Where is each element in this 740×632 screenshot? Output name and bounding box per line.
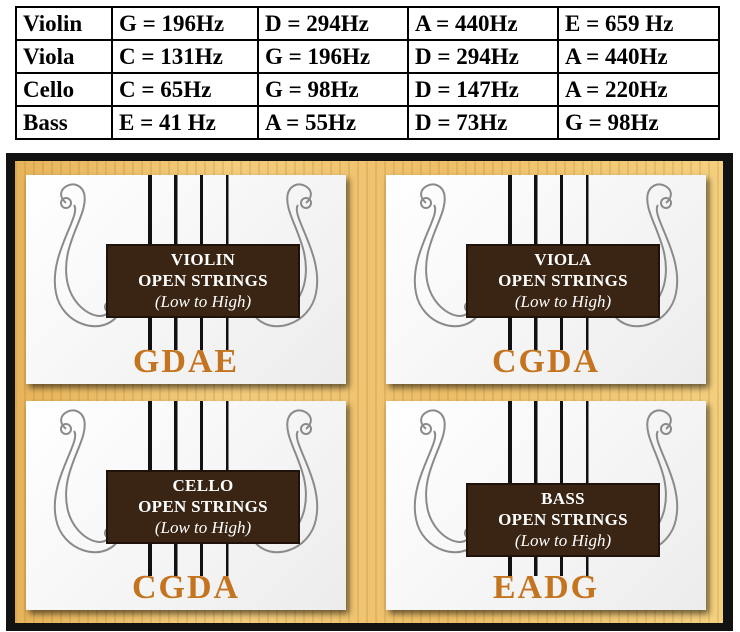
frequency-cell: E = 41 Hz bbox=[111, 105, 259, 140]
f-hole-eye-icon bbox=[420, 197, 432, 209]
panel-label: BASS OPEN STRINGS (Low to High) bbox=[466, 483, 660, 557]
frequency-cell: A = 440Hz bbox=[557, 39, 720, 74]
frequency-cell: A = 55Hz bbox=[257, 105, 409, 140]
panel-subtitle: OPEN STRINGS bbox=[138, 271, 268, 290]
panel-subtitle: OPEN STRINGS bbox=[498, 271, 628, 290]
instrument-cell: Bass bbox=[15, 105, 113, 140]
frequency-cell: G = 196Hz bbox=[257, 39, 409, 74]
open-strings-board: VIOLIN OPEN STRINGS (Low to High) GDAE V… bbox=[6, 153, 733, 631]
frequency-cell: D = 294Hz bbox=[407, 39, 559, 74]
panel-label: CELLO OPEN STRINGS (Low to High) bbox=[106, 470, 300, 544]
panel-label: VIOLIN OPEN STRINGS (Low to High) bbox=[106, 244, 300, 318]
violin-panel: VIOLIN OPEN STRINGS (Low to High) GDAE bbox=[26, 175, 346, 384]
panel-title: CELLO bbox=[172, 476, 234, 495]
frequency-cell: C = 131Hz bbox=[111, 39, 259, 74]
instrument-cell: Cello bbox=[15, 72, 113, 107]
panel-title: VIOLIN bbox=[170, 250, 236, 269]
f-hole-eye-icon bbox=[420, 423, 432, 435]
panel-order-note: (Low to High) bbox=[154, 518, 252, 537]
panel-order-note: (Low to High) bbox=[514, 292, 612, 311]
panel-subtitle: OPEN STRINGS bbox=[138, 497, 268, 516]
panel-order-note: (Low to High) bbox=[514, 531, 612, 550]
panel-order-note: (Low to High) bbox=[154, 292, 252, 311]
table-row: Cello C = 65Hz G = 98Hz D = 147Hz A = 22… bbox=[15, 72, 720, 107]
panel-title: BASS bbox=[541, 489, 585, 508]
panel-label: VIOLA OPEN STRINGS (Low to High) bbox=[466, 244, 660, 318]
tuning-letters: CGDA bbox=[491, 343, 601, 380]
f-hole-eye-icon bbox=[660, 423, 672, 435]
cello-panel: CELLO OPEN STRINGS (Low to High) CGDA bbox=[26, 401, 346, 610]
frequency-cell: D = 294Hz bbox=[257, 6, 409, 41]
frequency-cell: G = 98Hz bbox=[257, 72, 409, 107]
instrument-cell: Violin bbox=[15, 6, 113, 41]
f-hole-eye-icon bbox=[60, 197, 72, 209]
frequency-cell: D = 73Hz bbox=[407, 105, 559, 140]
f-hole-eye-icon bbox=[60, 423, 72, 435]
f-hole-eye-icon bbox=[300, 197, 312, 209]
f-hole-icon bbox=[413, 183, 479, 328]
frequency-cell: G = 98Hz bbox=[557, 105, 720, 140]
bass-panel: BASS OPEN STRINGS (Low to High) EADG bbox=[386, 401, 706, 610]
frequency-cell: D = 147Hz bbox=[407, 72, 559, 107]
frequency-cell: E = 659 Hz bbox=[557, 6, 720, 41]
frequency-table: Violin G = 196Hz D = 294Hz A = 440Hz E =… bbox=[15, 6, 720, 140]
table-row: Bass E = 41 Hz A = 55Hz D = 73Hz G = 98H… bbox=[15, 105, 720, 140]
panel-subtitle: OPEN STRINGS bbox=[498, 510, 628, 529]
frequency-cell: A = 220Hz bbox=[557, 72, 720, 107]
frequency-cell: A = 440Hz bbox=[407, 6, 559, 41]
viola-panel: VIOLA OPEN STRINGS (Low to High) CGDA bbox=[386, 175, 706, 384]
f-hole-icon bbox=[53, 409, 119, 554]
f-hole-eye-icon bbox=[660, 197, 672, 209]
tuning-letters: GDAE bbox=[132, 343, 240, 380]
tuning-letters: EADG bbox=[492, 569, 600, 606]
table-row: Viola C = 131Hz G = 196Hz D = 294Hz A = … bbox=[15, 39, 720, 74]
f-hole-icon bbox=[53, 183, 119, 328]
panel-title: VIOLA bbox=[534, 250, 592, 269]
tuning-letters: CGDA bbox=[131, 569, 241, 606]
table-row: Violin G = 196Hz D = 294Hz A = 440Hz E =… bbox=[15, 6, 720, 41]
instrument-cell: Viola bbox=[15, 39, 113, 74]
f-hole-eye-icon bbox=[300, 423, 312, 435]
wood-background: VIOLIN OPEN STRINGS (Low to High) GDAE V… bbox=[15, 161, 723, 623]
frequency-cell: C = 65Hz bbox=[111, 72, 259, 107]
f-hole-icon bbox=[413, 409, 479, 554]
frequency-cell: G = 196Hz bbox=[111, 6, 259, 41]
